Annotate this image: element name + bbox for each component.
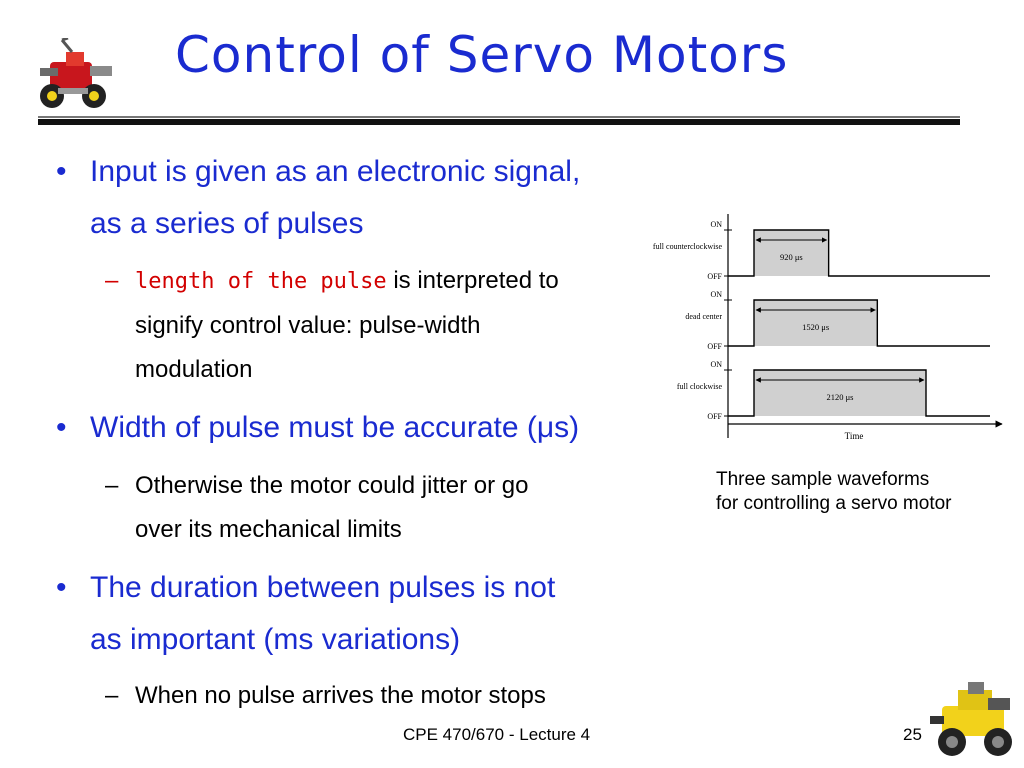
on-label: ON — [710, 360, 722, 369]
bullet-2-sub-1: – Otherwise the motor could jitter or go… — [105, 464, 529, 552]
pulse-width-label: 920 μs — [780, 252, 803, 262]
off-label: OFF — [707, 412, 722, 421]
on-label: ON — [710, 220, 722, 229]
bullet-1-line2: as a series of pulses — [90, 207, 364, 240]
bullet-3-sub-1-line1: When no pulse arrives the motor stops — [135, 682, 546, 709]
pulse-width-label: 2120 μs — [827, 392, 854, 402]
bullet-dot: • — [56, 411, 67, 444]
waveform-line — [728, 369, 990, 417]
caption-line2: for controlling a servo motor — [716, 493, 952, 514]
bullet-1-sub-1-line2: signify control value: pulse-width — [135, 312, 481, 339]
robot-car-logo-icon — [930, 682, 1012, 756]
title-rule-thin — [38, 116, 960, 118]
page-number: 25 — [903, 725, 922, 744]
off-label: OFF — [707, 272, 722, 281]
sub-dash: – — [105, 472, 119, 499]
off-label: OFF — [707, 342, 722, 351]
slide-title: Control of Servo Motors — [175, 26, 789, 84]
on-label: ON — [710, 290, 722, 299]
sub-dash: – — [105, 682, 119, 709]
waveform-label: full counterclockwise — [653, 242, 723, 251]
bullet-1-sub-1-line1: length of the pulse is interpreted to — [135, 259, 559, 304]
bullet-1-line1: Input is given as an electronic signal, — [90, 155, 581, 188]
caption-line1: Three sample waveforms — [716, 469, 930, 490]
bullet-2: • Width of pulse must be accurate (μs) — [56, 402, 580, 454]
robot-logo-icon — [40, 38, 112, 108]
sub-dash: – — [105, 267, 119, 294]
bullet-1: • Input is given as an electronic signal… — [56, 146, 581, 250]
waveform-label: full clockwise — [677, 382, 723, 391]
title-rule-thick — [38, 119, 960, 125]
bullet-2-sub-1-line1: Otherwise the motor could jitter or go — [135, 472, 529, 499]
highlight-length-of-pulse: length of the pulse — [135, 269, 387, 294]
bullet-1-sub-1-line3: modulation — [135, 356, 253, 383]
time-axis-label: Time — [845, 431, 864, 441]
bullet-dot: • — [56, 155, 67, 188]
bullet-3-line2: as important (ms variations) — [90, 623, 461, 656]
waveform-line — [728, 229, 990, 277]
bullet-1-sub-1-line1-rest: is interpreted to — [386, 267, 559, 294]
bullet-3-line1: The duration between pulses is not — [90, 571, 556, 604]
bullet-1-sub-1: – length of the pulse is interpreted to … — [105, 259, 559, 392]
footer-text: CPE 470/670 - Lecture 4 — [403, 725, 591, 744]
bullet-2-sub-1-line2: over its mechanical limits — [135, 516, 402, 543]
waveform-line — [728, 299, 990, 347]
waveform-label: dead center — [685, 312, 722, 321]
figure-caption: Three sample waveforms for controlling a… — [716, 468, 952, 516]
bullet-3-sub-1: – When no pulse arrives the motor stops — [105, 674, 546, 718]
bullet-dot: • — [56, 571, 67, 604]
bullet-3: • The duration between pulses is not as … — [56, 562, 556, 666]
bullet-2-text: Width of pulse must be accurate (μs) — [90, 411, 580, 444]
waveform-rows: ON OFF full counterclockwise 920 μs ON OFF dea… — [653, 220, 990, 421]
pulse-width-label: 1520 μs — [802, 322, 829, 332]
